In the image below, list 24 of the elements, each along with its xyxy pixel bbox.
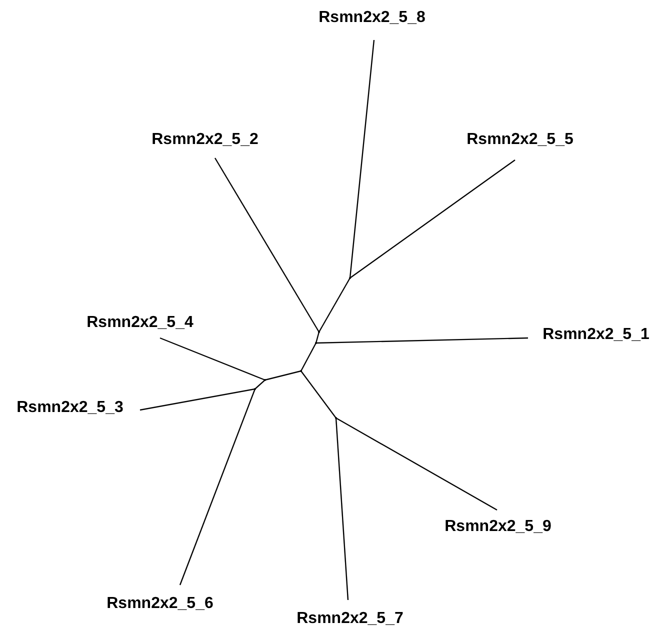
taxon-label: Rsmn2x2_5_4 xyxy=(86,314,194,332)
taxon-label: Rsmn2x2_5_7 xyxy=(296,610,404,628)
tree-branch xyxy=(318,278,351,332)
tree-branch xyxy=(350,160,516,278)
tree-branch xyxy=(214,158,320,332)
tree-branch xyxy=(300,342,317,372)
tree-branch xyxy=(254,380,266,390)
taxon-label: Rsmn2x2_5_6 xyxy=(106,595,214,613)
tree-branch xyxy=(160,337,266,381)
taxon-label: Rsmn2x2_5_5 xyxy=(466,131,574,149)
taxon-label: Rsmn2x2_5_9 xyxy=(444,518,552,536)
tree-branch xyxy=(349,40,375,278)
taxon-label: Rsmn2x2_5_3 xyxy=(16,399,124,417)
tree-branch xyxy=(140,388,256,411)
tree-branch xyxy=(300,370,336,418)
taxon-label: Rsmn2x2_5_1 xyxy=(542,326,650,344)
tree-branch xyxy=(336,417,498,511)
tree-branch xyxy=(335,418,349,600)
tree-branch xyxy=(316,337,528,344)
tree-branch xyxy=(179,388,256,586)
tree-branch xyxy=(315,332,320,344)
taxon-label: Rsmn2x2_5_8 xyxy=(318,9,426,27)
tree-branch xyxy=(264,370,302,381)
taxon-label: Rsmn2x2_5_2 xyxy=(152,131,258,149)
